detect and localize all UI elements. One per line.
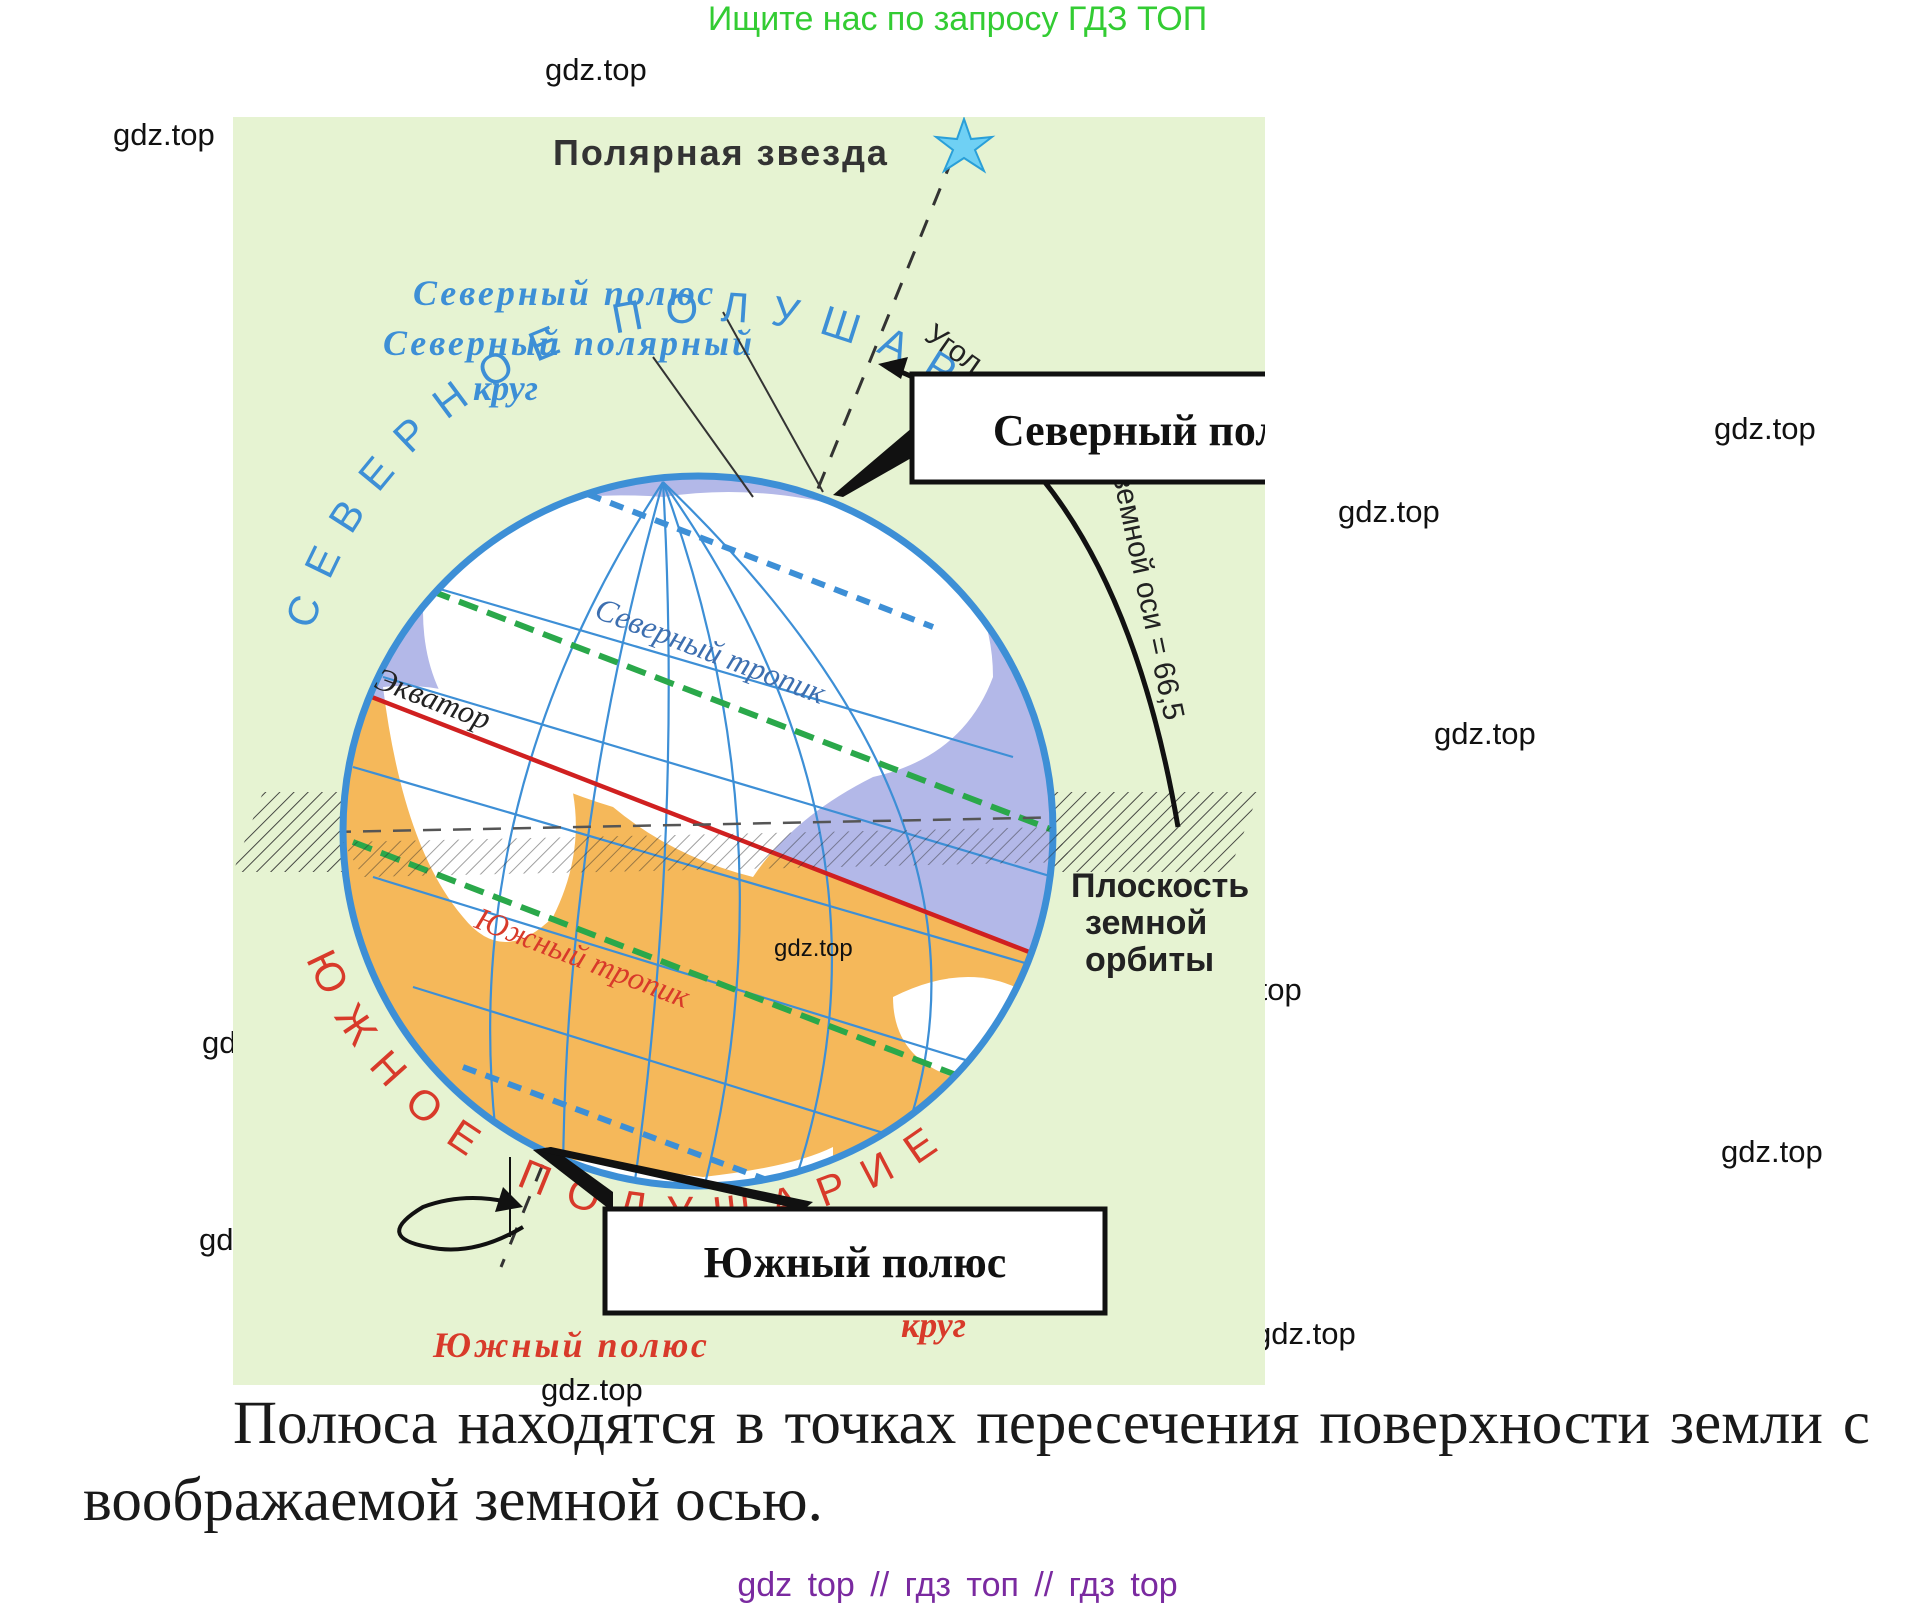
watermark: gdz.top bbox=[545, 52, 647, 87]
globe-figure: Полярная звезда Северный полюс Северный … bbox=[233, 115, 1417, 1390]
tropic-south-line bbox=[351, 839, 1015, 1100]
watermark: gdz.top bbox=[1254, 1316, 1356, 1351]
watermark: gdz.top bbox=[1714, 411, 1816, 446]
continent-antarctica bbox=[383, 1127, 833, 1186]
footer-links: gdz top // гдз топ // гдз top bbox=[737, 1566, 1178, 1604]
watermark: gdz.top bbox=[1434, 716, 1536, 751]
callout-south-text: Южный полюс bbox=[704, 1238, 1007, 1287]
continent-africa bbox=[383, 685, 576, 942]
caption-word: точках bbox=[784, 1390, 957, 1457]
orbit-plane-label-2: земной bbox=[1085, 904, 1207, 942]
callout-north-text: Северный полюс bbox=[993, 406, 1265, 455]
watermark: gdz.top bbox=[1338, 494, 1440, 529]
orbit-plane-label-3: орбиты bbox=[1085, 941, 1214, 979]
caption-word: поверхности bbox=[1319, 1390, 1651, 1457]
callout-south-pointer bbox=[533, 1147, 613, 1212]
watermark: gdz.top bbox=[113, 117, 215, 152]
watermark-small: gdz.top bbox=[774, 935, 853, 962]
globe-diagram: Полярная звезда Северный полюс Северный … bbox=[233, 115, 1417, 1385]
caption-word: Полюса bbox=[233, 1390, 438, 1457]
caption-word: пересечения bbox=[976, 1390, 1300, 1457]
caption-word: с bbox=[1842, 1390, 1870, 1457]
watermark: gdz.top bbox=[1721, 1134, 1823, 1169]
polar-star-label: Полярная звезда bbox=[553, 132, 889, 173]
orbit-plane-label: Плоскость bbox=[1071, 867, 1249, 905]
watermark: gdz.top bbox=[541, 1372, 643, 1407]
caption-line-2: воображаемой земной осью. bbox=[83, 1467, 823, 1534]
arctic-circle-line bbox=[541, 476, 935, 630]
caption-paragraph: Полюса находятся в точках пересечения по… bbox=[83, 1385, 1870, 1539]
rotation-arrow-icon bbox=[397, 1196, 525, 1252]
arctic-circle-label-2: круг bbox=[473, 368, 538, 408]
arctic-circle-label: Северный полярный bbox=[383, 323, 755, 363]
callout-north-pointer bbox=[833, 427, 913, 497]
caption-word: в bbox=[735, 1390, 765, 1457]
callout-south-box bbox=[602, 1206, 1108, 1316]
polar-star-icon bbox=[932, 115, 996, 174]
south-pole-label: Южный полюс bbox=[432, 1325, 710, 1365]
caption-word: находятся bbox=[457, 1390, 716, 1457]
north-pole-label: Северный полюс bbox=[413, 273, 716, 313]
site-banner: Ищите нас по запросу ГДЗ ТОП bbox=[707, 0, 1208, 38]
caption-word: земли bbox=[1670, 1390, 1823, 1457]
tropic-north-line bbox=[401, 577, 1053, 837]
caption-line-1: Полюса находятся в точках пересечения по… bbox=[83, 1385, 1870, 1462]
